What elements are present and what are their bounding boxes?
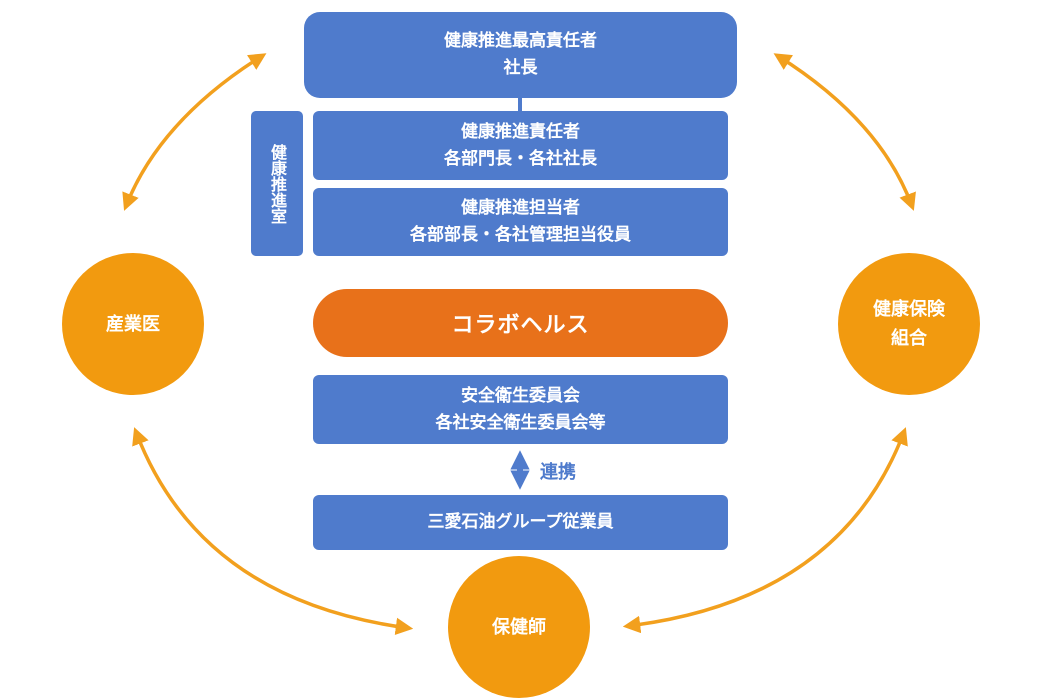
promotion-responsible-box: 健康推進責任者 各部門長・各社社長 xyxy=(313,111,728,180)
arrow-bottom-right xyxy=(622,427,908,634)
promotion-responsible-role: 各部門長・各社社長 xyxy=(444,148,597,169)
promotion-staff-box: 健康推進担当者 各部部長・各社管理担当役員 xyxy=(313,188,728,256)
top-responsible-box: 健康推進最高責任者 社長 xyxy=(304,12,737,98)
top-responsible-role: 社長 xyxy=(503,58,538,78)
arrow-top-left xyxy=(122,53,267,211)
link-label: 連携 xyxy=(540,462,576,483)
collabo-health-pill: コラボヘルス xyxy=(313,289,728,357)
employees-box: 三愛石油グループ従業員 xyxy=(313,495,728,550)
safety-committee-box: 安全衛生委員会 各社安全衛生委員会等 xyxy=(313,375,728,444)
top-responsible-title: 健康推進最高責任者 xyxy=(444,31,597,51)
arrow-bottom-left xyxy=(132,427,414,636)
promotion-responsible-title: 健康推進責任者 xyxy=(461,121,580,142)
safety-committee-title: 安全衛生委員会 xyxy=(461,385,580,406)
health-promotion-office-label: 健康推進室 xyxy=(251,111,303,256)
health-insurance-union-circle: 健康保険 組合 xyxy=(838,253,980,395)
promotion-staff-role: 各部部長・各社管理担当役員 xyxy=(410,225,631,245)
promotion-staff-title: 健康推進担当者 xyxy=(461,198,580,218)
public-health-nurse-circle: 保健師 xyxy=(448,556,590,698)
industrial-physician-circle: 産業医 xyxy=(62,253,204,395)
safety-committee-subtitle: 各社安全衛生委員会等 xyxy=(435,412,606,433)
arrow-top-right xyxy=(773,53,916,211)
